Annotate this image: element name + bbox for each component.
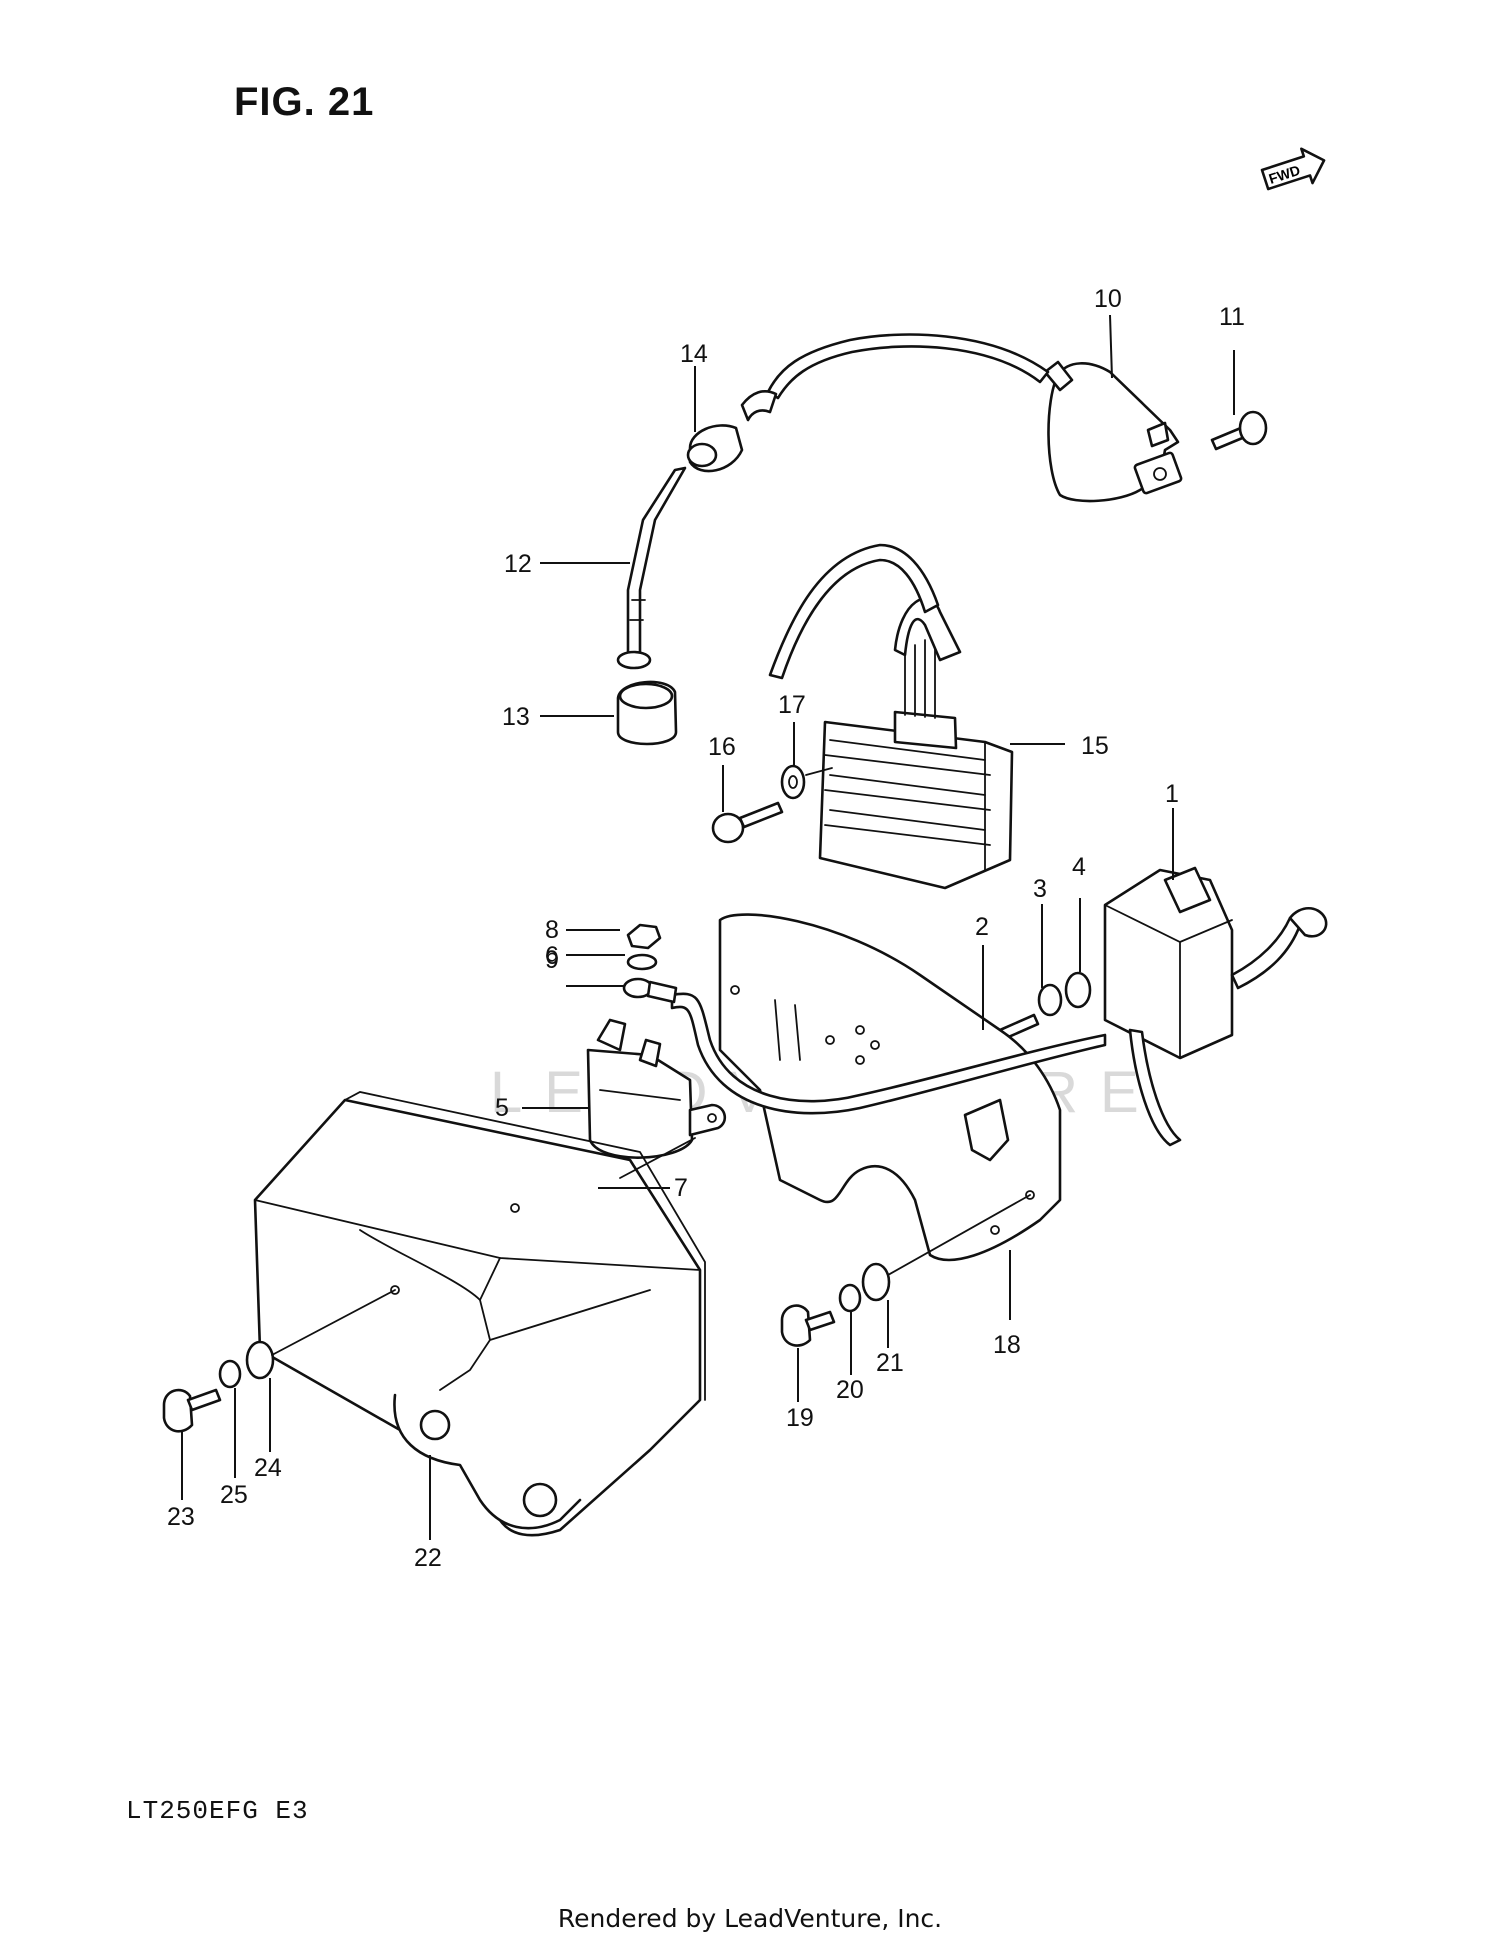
callout-25: 25 [220, 1481, 248, 1509]
washer-3-icon [1037, 983, 1063, 1017]
figure-title: FIG. 21 [234, 80, 375, 124]
plug-cap-icon [616, 424, 744, 670]
screw-11-icon [1210, 410, 1268, 451]
washer-21-icon [861, 1262, 891, 1302]
callout-12: 12 [504, 550, 532, 578]
screw-16-icon [711, 801, 784, 844]
callout-14: 14 [680, 340, 708, 368]
callout-6: 6 [545, 942, 559, 970]
callout-16: 16 [708, 733, 736, 761]
regulator-rectifier-icon [768, 543, 1014, 890]
callout-3: 3 [1033, 875, 1047, 903]
callout-labels: 1 2 3 4 5 6 7 8 9 10 11 12 13 14 15 16 1… [167, 285, 1245, 1572]
callout-21: 21 [876, 1349, 904, 1377]
callout-9: 9 [545, 946, 559, 974]
washer-25-icon [218, 1359, 242, 1389]
ignition-coil-icon [1043, 360, 1183, 503]
callout-4: 4 [1072, 853, 1086, 881]
callout-24: 24 [254, 1454, 282, 1482]
leader-lines [181, 314, 1235, 1540]
credit-text: Rendered by LeadVenture, Inc. [557, 1904, 943, 1933]
fwd-arrow-icon: FWD [1260, 147, 1326, 191]
washer-20-icon [838, 1283, 862, 1313]
callout-15: 15 [1081, 732, 1109, 760]
wire-harness [670, 992, 1107, 1115]
washer-9-icon [626, 953, 658, 971]
callout-2: 2 [975, 913, 989, 941]
callout-18: 18 [993, 1331, 1021, 1359]
washer-24-icon [245, 1340, 275, 1380]
cdi-unit-icon [1103, 866, 1328, 1147]
callout-20: 20 [836, 1376, 864, 1404]
callout-5: 5 [495, 1094, 509, 1122]
callout-10: 10 [1094, 285, 1122, 313]
bolt-19-icon [780, 1304, 836, 1347]
ht-lead [766, 333, 1050, 400]
callout-11: 11 [1219, 303, 1245, 331]
washer-4-icon [1064, 971, 1092, 1009]
callout-17: 17 [778, 691, 806, 719]
callout-23: 23 [167, 1503, 195, 1531]
terminal-6-icon [622, 977, 678, 1004]
bolt-23-icon [162, 1388, 222, 1433]
nut-8-icon [626, 923, 662, 950]
callout-22: 22 [414, 1544, 442, 1572]
callout-8: 8 [545, 916, 559, 944]
washer-17-icon [780, 764, 806, 800]
callout-19: 19 [786, 1404, 814, 1432]
model-code: LT250EFG E3 [126, 1796, 309, 1826]
callout-7: 7 [674, 1174, 688, 1202]
battery-case-icon [253, 1091, 706, 1537]
callout-1: 1 [1165, 780, 1179, 808]
rubber-boot-icon [616, 680, 678, 746]
callout-13: 13 [502, 703, 530, 731]
